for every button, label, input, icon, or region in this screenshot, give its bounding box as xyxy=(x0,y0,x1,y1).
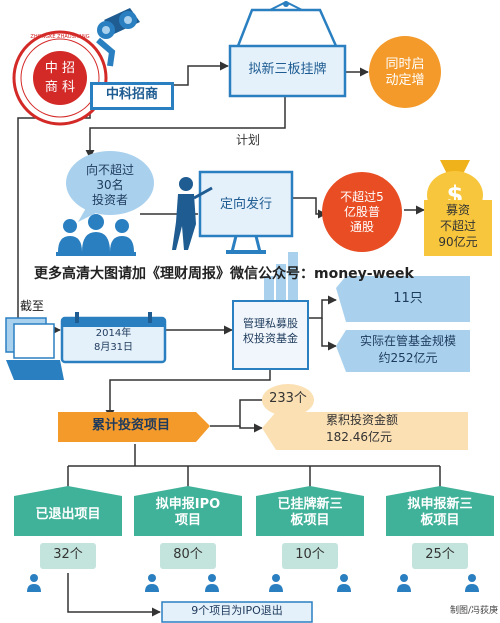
people-icon xyxy=(56,214,136,256)
signboard-icon xyxy=(269,0,303,11)
count-listed: 10个 xyxy=(295,547,325,562)
shares-line-2: 亿股普 xyxy=(343,205,380,219)
bar-chart-icon xyxy=(264,252,298,300)
investors-line-2: 30名 xyxy=(96,178,124,192)
plan-label: 计划 xyxy=(235,133,260,147)
funds-box xyxy=(232,300,309,370)
fund-scale-line-1: 实际在管基金规模 xyxy=(359,334,456,348)
category-listed-line-1: 已挂牌新三 xyxy=(277,497,343,512)
category-shapes xyxy=(14,486,494,536)
credit-text: 制图/冯荻庚 xyxy=(449,606,498,616)
logo-ring-text: ZHONGKE ZHAOSHANG xyxy=(30,34,89,40)
listing-board xyxy=(228,44,347,98)
amount-shape xyxy=(262,412,468,450)
shares-line-1: 不超过5 xyxy=(340,190,384,204)
person-icons xyxy=(27,574,479,592)
simultaneous-circle xyxy=(369,36,441,108)
binoculars-icon xyxy=(96,8,140,67)
amount-line-1: 累积投资金额 xyxy=(326,413,399,427)
listing-plan: 拟新三板挂牌 xyxy=(248,62,327,77)
calendar-icon xyxy=(60,312,167,364)
presenter-icon xyxy=(172,170,294,254)
investors-line-3: 投资者 xyxy=(91,193,128,207)
category-ipo-line-1: 拟申报IPO xyxy=(155,497,221,512)
folder-icon xyxy=(5,317,64,380)
issuance-method: 定向发行 xyxy=(219,197,272,212)
fund-count: 11只 xyxy=(393,291,423,306)
logo-char-bottom: 商 科 xyxy=(45,80,75,95)
date-line-1: 2014年 xyxy=(95,328,132,339)
company-name-box xyxy=(90,82,174,110)
cutoff-label: 截至 xyxy=(20,299,45,313)
total-ellipse xyxy=(262,384,314,416)
raise-line-2: 不超过 xyxy=(439,219,476,233)
shares-circle xyxy=(322,172,402,252)
simultaneous-line-1: 同时启 xyxy=(385,57,425,72)
fund-count-shape xyxy=(336,276,470,322)
ipo-exit-box xyxy=(161,601,313,623)
category-neeq-line-1: 拟申报新三 xyxy=(407,497,473,512)
date-line-2: 8月31日 xyxy=(93,342,134,353)
investors-bubble xyxy=(66,151,154,215)
category-exited: 已退出项目 xyxy=(35,507,101,522)
projects-title-shape xyxy=(58,412,210,442)
category-listed-line-2: 板项目 xyxy=(290,513,330,528)
funds-title-line-1: 管理私募股 xyxy=(243,317,298,330)
projects-title: 累计投资项目 xyxy=(91,418,170,433)
investors-line-1: 向不超过 xyxy=(85,163,134,177)
ipo-exit-text: 9个项目为IPO退出 xyxy=(191,604,283,617)
fund-scale-line-2: 约252亿元 xyxy=(378,351,438,365)
raise-line-1: 募资 xyxy=(445,203,470,217)
funds-title-line-2: 权投资基金 xyxy=(243,332,298,345)
company-name: 中科招商 xyxy=(105,87,158,102)
raise-box xyxy=(424,200,492,256)
shares-line-3: 通股 xyxy=(349,220,374,234)
projects-total: 233个 xyxy=(269,391,307,406)
watermark-text: 更多高清大图请加《理财周报》微信公众号：money-week xyxy=(34,266,414,282)
count-pills xyxy=(40,543,468,569)
count-ipo: 80个 xyxy=(173,547,203,562)
count-neeq: 25个 xyxy=(425,547,455,562)
company-logo: 中 招 商 科 ZHONGKE ZHAOSHANG xyxy=(12,30,108,126)
category-ipo-line-2: 项目 xyxy=(174,513,201,528)
count-exited: 32个 xyxy=(53,547,83,562)
amount-line-2: 182.46亿元 xyxy=(326,430,392,444)
simultaneous-line-2: 动定增 xyxy=(385,73,425,88)
category-neeq-line-2: 板项目 xyxy=(420,513,460,528)
fund-scale-shape xyxy=(336,330,470,372)
raise-line-3: 90亿元 xyxy=(438,235,478,249)
logo-char-top: 中 招 xyxy=(45,61,75,76)
